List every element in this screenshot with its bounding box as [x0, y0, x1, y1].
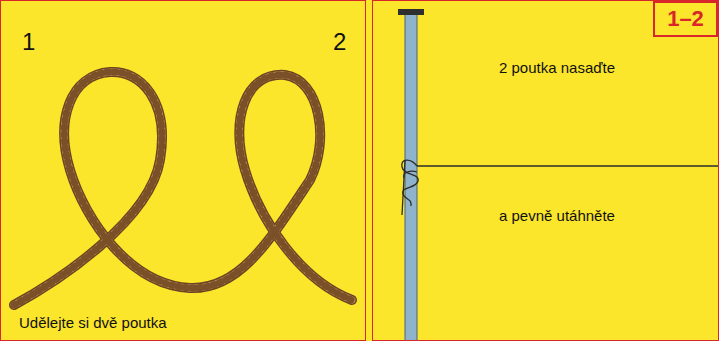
instruction-text: Udělejte si dvě poutka — [19, 314, 167, 331]
instruction-panel: Udělejte si dvě poutka — [0, 0, 366, 341]
text-slot: 2 poutka nasaďte — [499, 59, 615, 76]
cord-knot — [402, 160, 719, 215]
instruction-text: 2 poutka nasaďte — [499, 59, 615, 76]
loop-number: 2 — [333, 30, 346, 54]
step-badge: 1–2 — [653, 1, 718, 37]
pole — [398, 9, 424, 341]
instruction-text: a pevně utáhněte — [499, 207, 615, 224]
instruction-panel: 2 poutka nasaďte a pevně utáhněte 1–2 — [372, 0, 719, 341]
text-slot: 2 — [333, 30, 346, 54]
step-number: 1–2 — [667, 8, 704, 30]
text-slot: 1 — [22, 30, 35, 54]
text-slot: Udělejte si dvě poutka — [19, 314, 167, 331]
rope-loops — [14, 72, 352, 305]
text-slot: a pevně utáhněte — [499, 207, 615, 224]
loop-number: 1 — [22, 30, 35, 54]
